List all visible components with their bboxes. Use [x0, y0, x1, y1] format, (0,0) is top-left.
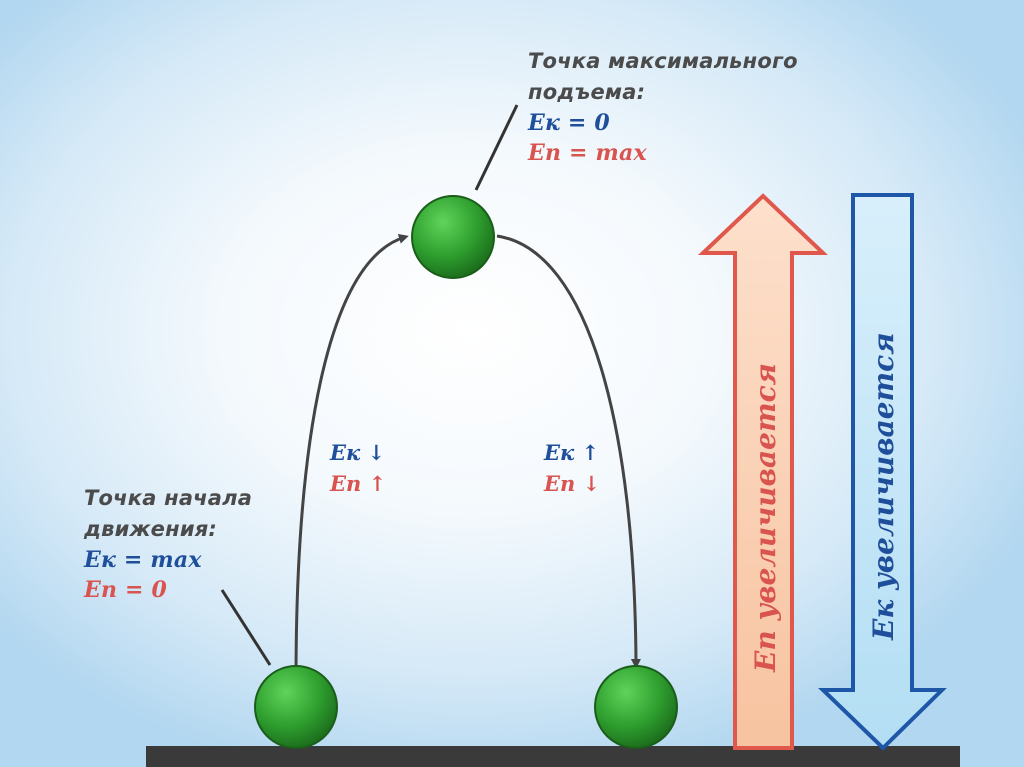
top-label-ek: Eк = 0 — [528, 110, 610, 136]
top-label-ep: Eп = max — [528, 140, 647, 166]
ball-start — [254, 665, 338, 749]
down-arrow-text: Eк увеличивается — [867, 332, 900, 640]
top-pointer-line — [474, 104, 519, 191]
start-point-label: Точка начала движения: Eк = max Eп = 0 — [84, 483, 252, 605]
up-arrow-text: Eп увеличивается — [749, 363, 782, 672]
start-label-line2: движения: — [84, 517, 218, 541]
descent-ek: Eк ↑ — [544, 440, 600, 465]
ascent-ep: Eп ↑ — [330, 471, 387, 496]
ground-bar — [146, 746, 960, 767]
top-label-line2: подъема: — [528, 80, 646, 104]
ascent-trajectory-arrow — [294, 233, 409, 681]
start-label-ek: Eк = max — [84, 547, 202, 573]
descent-energy-label: Eк ↑ Eп ↓ — [544, 437, 600, 499]
start-pointer-line — [220, 589, 272, 666]
top-point-label: Точка максимального подъема: Eк = 0 Eп =… — [528, 46, 798, 168]
ascent-energy-label: Eк ↓ Eп ↑ — [330, 437, 386, 499]
descent-ep: Eп ↓ — [544, 471, 601, 496]
down-arrow — [818, 193, 947, 751]
descent-trajectory-arrow — [496, 234, 641, 669]
start-label-line1: Точка начала — [84, 486, 253, 510]
ascent-ek: Eк ↓ — [330, 440, 386, 465]
ball-end — [594, 665, 678, 749]
ball-top — [411, 195, 495, 279]
up-arrow — [697, 193, 829, 750]
top-label-line1: Точка максимального — [528, 49, 798, 73]
start-label-ep: Eп = 0 — [84, 577, 168, 603]
